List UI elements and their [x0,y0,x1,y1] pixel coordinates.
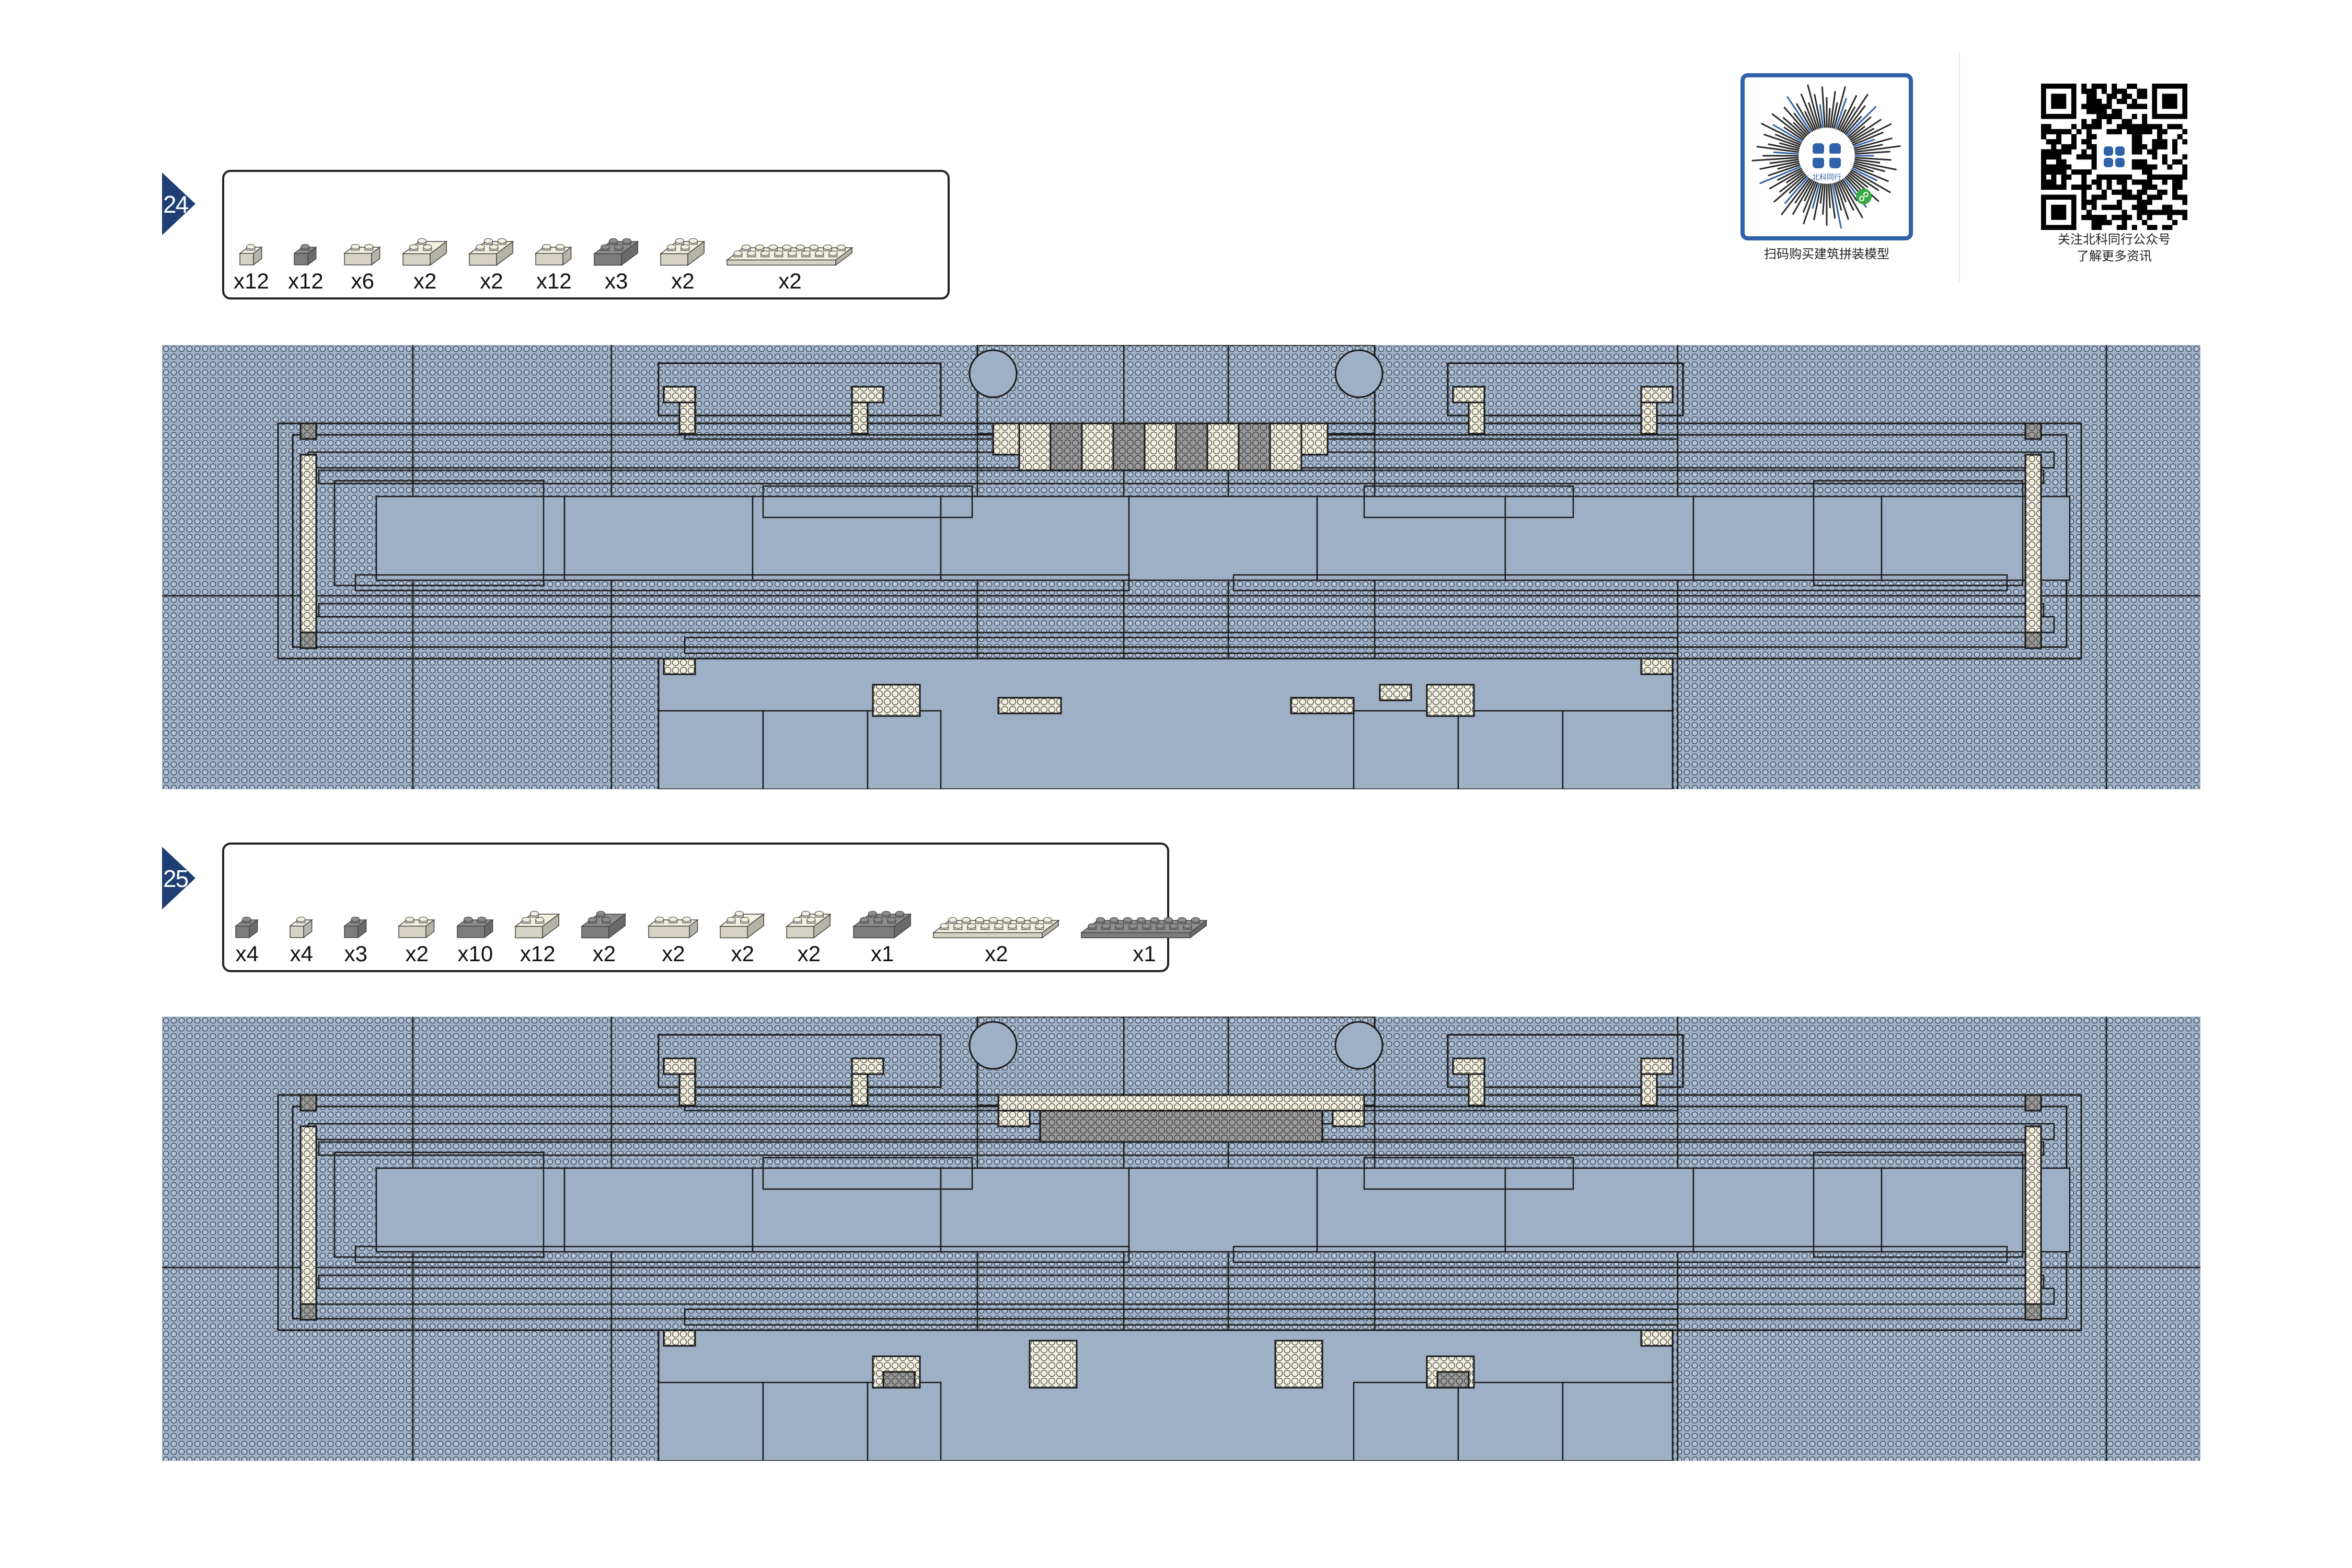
brick-2x2-white-icon [659,238,706,266]
part-quantity: x10 [457,941,493,966]
follow-caption-line1: 关注北科同行公众号 [2058,232,2171,247]
part-item: x2 [580,907,628,966]
parts-list-box: x4 x4 x3 x2 x10 x12 x2 x2 x2 x2 x1 x2 x1 [222,843,1208,972]
brick-1x2-white-icon [534,244,572,266]
step-number: 25 [163,865,189,892]
part-item: x2 [401,234,449,293]
qr-code-icon [2041,84,2188,230]
part-item: x4 [234,913,261,966]
part-item: x12 [513,907,562,966]
brick-corner-white-icon [514,910,560,939]
part-quantity: x3 [605,269,628,293]
part-item: x4 [288,913,315,966]
mini-program-qr-card[interactable]: 北科同行 [1740,73,1913,240]
part-item: x10 [455,913,496,966]
step-badge: 24 [162,172,199,235]
brick-corner-white-icon [401,238,448,266]
brick-2x2-white-icon [468,238,514,266]
part-item: x2 [467,234,516,293]
part-quantity: x12 [520,941,556,966]
brick-1x1-white-icon [289,917,313,939]
brick-1x1-white-icon [238,244,263,266]
part-item: x3 [592,234,641,293]
part-item: x1 [1079,913,1209,966]
brick-1x2-white-icon [343,244,381,266]
part-quantity: x4 [290,941,313,966]
part-quantity: x2 [778,269,802,293]
brick-1x1-dark-gray-icon [293,244,317,266]
part-quantity: x2 [480,269,503,293]
part-item: x2 [659,234,707,293]
part-quantity: x1 [871,941,894,966]
part-quantity: x2 [662,941,685,966]
baseplate-svg [162,1017,2200,1461]
part-item: x1 [851,907,914,966]
plate-2x8-white-icon [725,244,854,266]
part-item: x2 [785,907,833,966]
step-badge: 25 [162,847,199,909]
brick-corner-dark-gray-icon [581,910,627,939]
svg-text:北科同行: 北科同行 [1812,174,1841,182]
brick-2x3-dark-gray-icon [852,910,912,939]
part-quantity: x6 [351,269,374,293]
part-item: x2 [397,913,437,966]
step-badge-shape [162,172,195,235]
part-quantity: x4 [235,941,259,966]
wechat-qr-code[interactable] [2041,84,2188,230]
baseplate-diagram [162,1017,2200,1461]
shop-qr-caption: 扫码购买建筑拼装模型 [1764,247,1889,261]
follow-caption-line2: 了解更多资讯 [2077,249,2152,263]
baseplate-diagram [162,345,2200,789]
brick-1x2-dark-gray-icon [456,917,494,939]
part-quantity: x2 [671,269,695,293]
part-quantity: x12 [536,269,572,293]
part-quantity: x2 [413,269,437,293]
part-quantity: x12 [288,269,324,293]
part-item: x2 [725,240,855,293]
divider [1959,52,1960,282]
part-quantity: x1 [1133,941,1156,966]
brick-1x2-white-icon [397,917,435,939]
brick-corner-white-icon [719,910,765,939]
part-quantity: x3 [344,941,367,966]
part-item: x12 [288,240,324,293]
part-quantity: x2 [592,941,616,966]
baseplate-svg [162,345,2200,789]
brick-2x2-dark-gray-icon [593,238,639,266]
step-number: 24 [163,191,189,218]
brick-2x2-white-icon [786,910,832,939]
part-item: x12 [234,240,269,293]
brick-1x3-white-icon [647,917,699,939]
part-quantity: x2 [985,941,1008,966]
plate-2x8-dark-gray-icon [1080,917,1208,939]
parts-list-box: x12 x12 x6 x2 x2 x12 x3 x2 x2 [222,170,950,299]
part-quantity: x2 [731,941,754,966]
brick-1x1-dark-gray-icon [234,917,259,939]
part-quantity: x2 [797,941,821,966]
part-item: x2 [647,913,701,966]
plate-2x8-white-icon [932,917,1060,939]
part-item: x3 [342,913,370,966]
part-item: x2 [718,907,767,966]
part-quantity: x12 [234,269,269,293]
part-item: x6 [342,240,383,293]
part-quantity: x2 [405,941,429,966]
part-item: x2 [931,913,1062,966]
mini-program-code-icon: 北科同行 [1751,84,1901,229]
round-1x1-dark-gray-icon [343,917,367,939]
part-item: x12 [534,240,574,293]
follow-caption: 关注北科同行公众号 了解更多资讯 [2012,231,2216,264]
step-badge-shape [162,847,195,909]
